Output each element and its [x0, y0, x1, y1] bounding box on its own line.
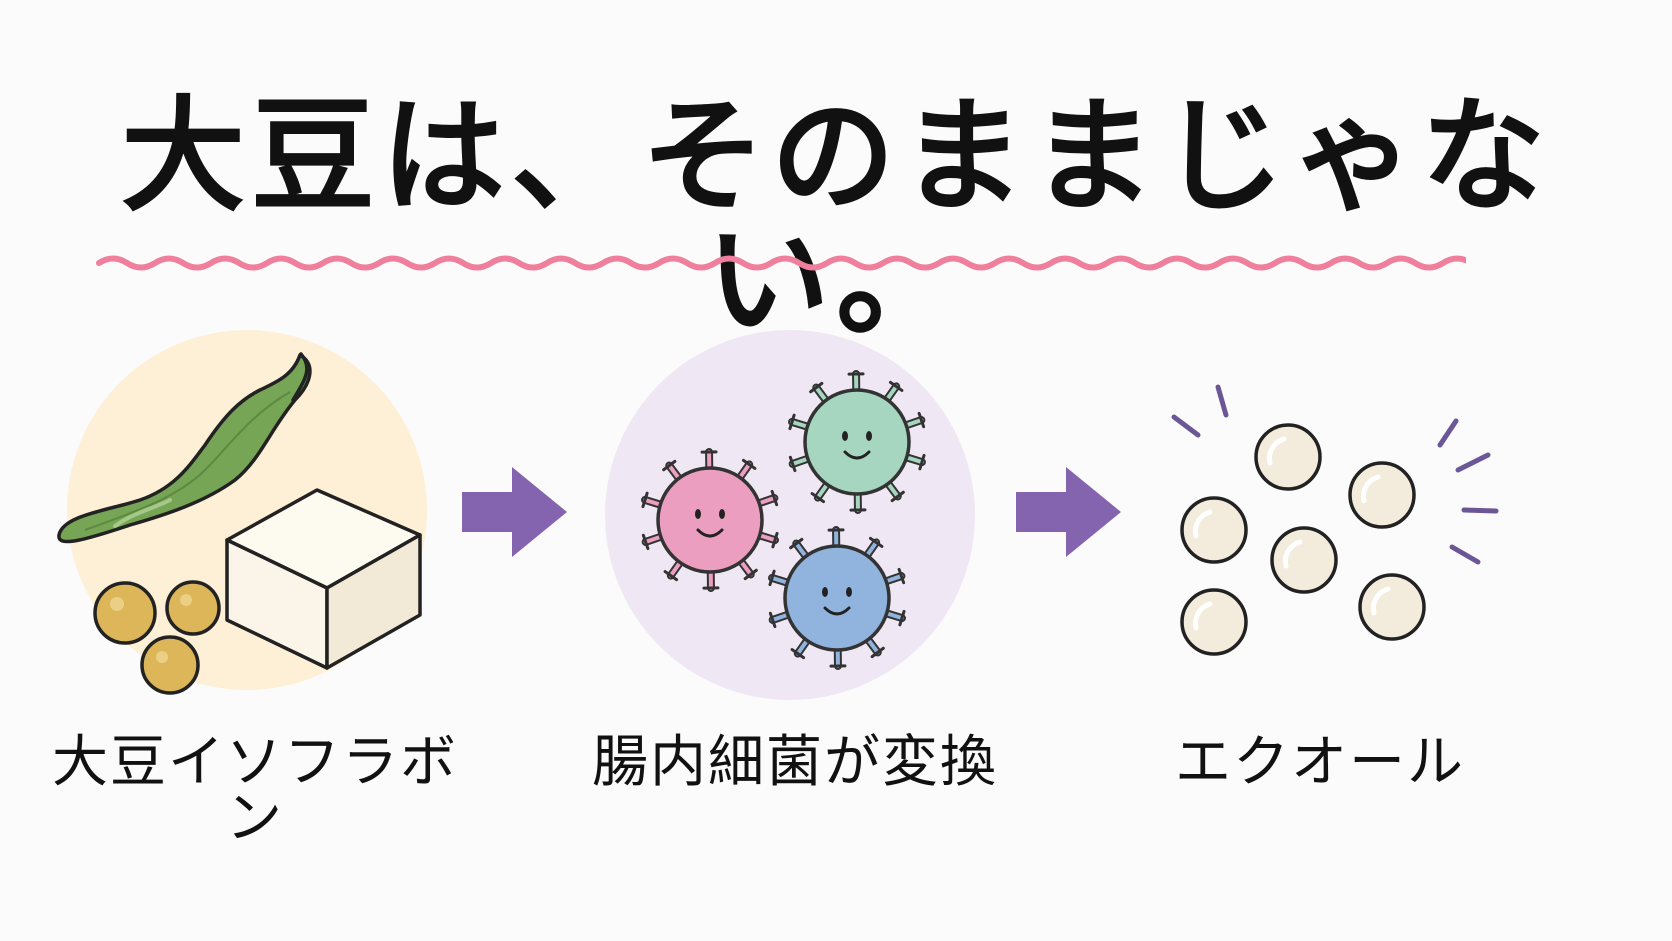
wavy-underline: [96, 255, 1466, 271]
edamame-icon: [57, 352, 312, 544]
spark-lines: [1171, 384, 1499, 565]
step-label-soy: 大豆イソフラボン: [52, 730, 458, 851]
equol-dot: [1180, 496, 1248, 564]
gut-bacteria-panel: [605, 330, 985, 710]
green-bacterium-icon: [788, 370, 926, 514]
arrow-right-icon: [462, 467, 567, 557]
equol-dot: [1180, 588, 1248, 656]
page-title: 大豆は、そのままじゃない。: [120, 85, 1551, 353]
soy-isoflavone-panel: [55, 330, 475, 710]
equol-dot: [1254, 423, 1322, 491]
equol-dot: [1270, 526, 1338, 594]
pink-bacterium-icon: [641, 448, 779, 592]
bacteria-group: [641, 370, 926, 670]
equol-dot: [1358, 573, 1426, 641]
step-label-equol: エクオール: [1175, 730, 1465, 795]
blue-bacterium-icon: [768, 526, 906, 670]
equol-panel: [1160, 375, 1500, 665]
equol-dot: [1348, 461, 1416, 529]
arrow-right-icon: [1016, 467, 1121, 557]
soybean-icon: [93, 580, 221, 695]
step-label-bacteria: 腸内細菌が変換: [592, 730, 998, 795]
equol-molecule-icon: [1171, 384, 1499, 656]
tofu-icon: [225, 488, 422, 670]
